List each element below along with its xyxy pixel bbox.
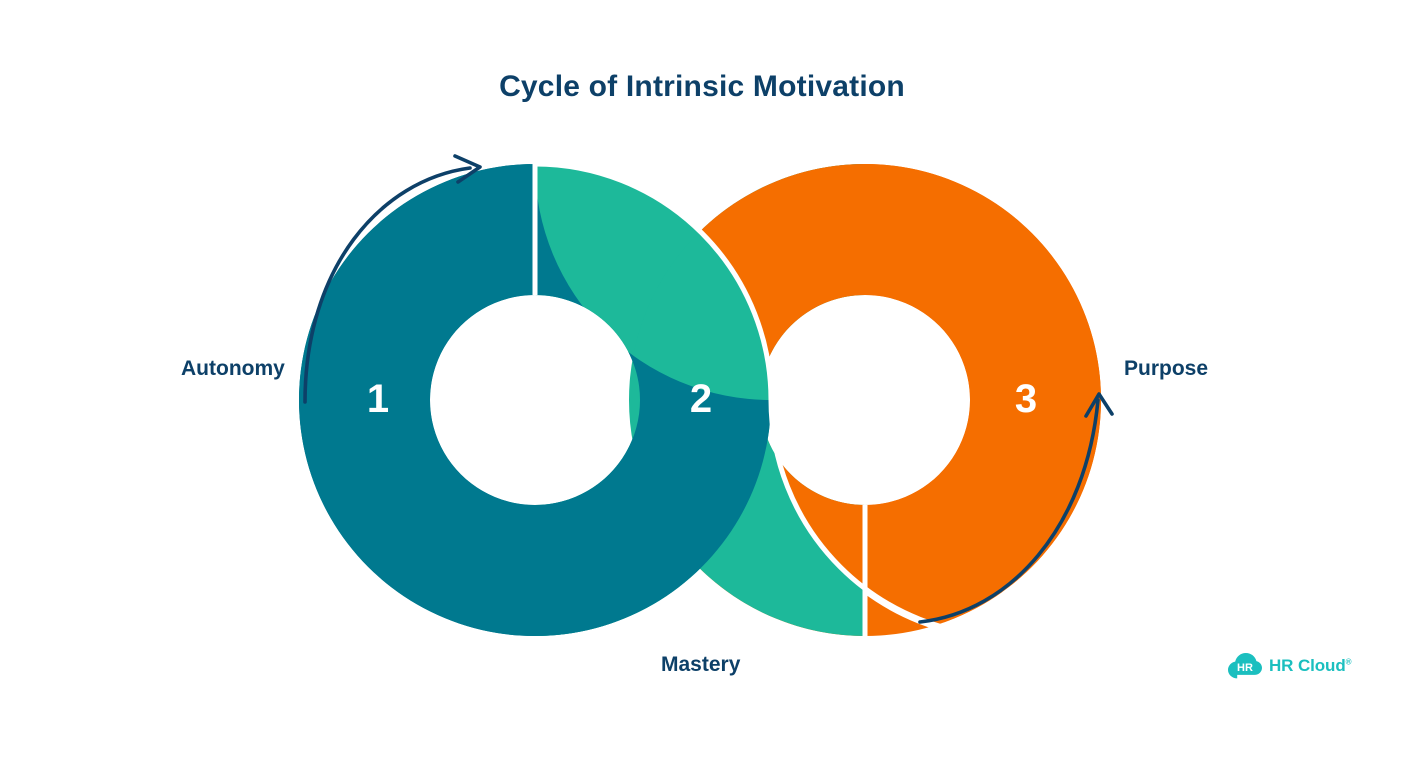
purpose-flow-arrow bbox=[918, 392, 1114, 624]
trademark-symbol: ® bbox=[1345, 657, 1352, 667]
label-mastery: Mastery bbox=[661, 653, 741, 676]
step-number-3: 3 bbox=[1014, 377, 1038, 421]
brand-wordmark-text: HR Cloud bbox=[1269, 656, 1346, 675]
segment-separators bbox=[532, 161, 1010, 639]
cloud-icon-text: HR bbox=[1237, 662, 1253, 674]
segment-tick-separators bbox=[532, 164, 868, 636]
hr-cloud-logo: HR HR Cloud® bbox=[1228, 653, 1352, 679]
label-purpose: Purpose bbox=[1124, 357, 1209, 380]
step-number-2: 2 bbox=[689, 377, 713, 421]
label-autonomy: Autonomy bbox=[181, 357, 285, 380]
brand-wordmark: HR Cloud® bbox=[1269, 656, 1352, 676]
step-number-1: 1 bbox=[366, 377, 390, 421]
cloud-icon: HR bbox=[1228, 653, 1262, 679]
autonomy-flow-arrow bbox=[303, 154, 482, 404]
page-title: Cycle of Intrinsic Motivation bbox=[499, 70, 905, 103]
